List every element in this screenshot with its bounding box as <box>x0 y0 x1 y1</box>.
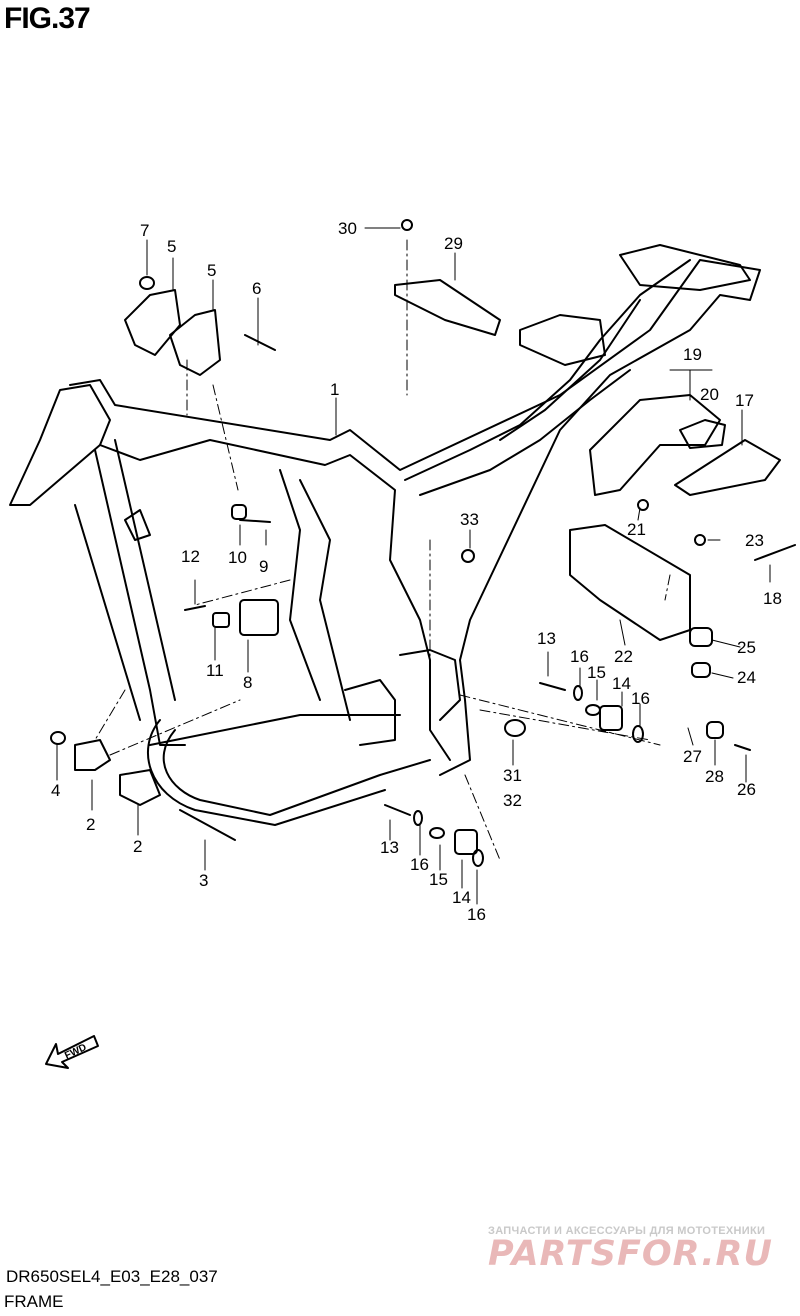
watermark-tagline: ЗАПЧАСТИ И АКСЕССУАРЫ ДЛЯ МОТОТЕХНИКИ <box>488 1225 766 1237</box>
watermark-logo: PARTSFOR.RU <box>488 1234 773 1274</box>
seat-rail-plate <box>394 279 501 336</box>
callout-4: 4 <box>51 781 60 800</box>
callout-15: 15 <box>587 663 606 682</box>
callout-24: 24 <box>737 668 756 687</box>
callout-23: 23 <box>745 531 764 550</box>
hardware-parts <box>50 219 796 867</box>
callout-9: 9 <box>259 557 268 576</box>
callout-11: 11 <box>206 661 224 680</box>
callout-28: 28 <box>705 767 724 786</box>
callout-27: 27 <box>683 747 702 766</box>
callout-21: 21 <box>627 520 646 539</box>
callout-16: 16 <box>631 689 650 708</box>
engine-mounts-front <box>74 289 221 806</box>
callout-1: 1 <box>330 380 339 399</box>
callout-16: 16 <box>410 855 429 874</box>
fwd-label: FWD <box>63 1042 88 1062</box>
main-frame <box>9 244 761 826</box>
callout-8: 8 <box>243 673 252 692</box>
callout-13: 13 <box>537 629 556 648</box>
callout-5: 5 <box>207 261 216 280</box>
callout-20: 20 <box>700 385 719 404</box>
callout-6: 6 <box>252 279 261 298</box>
callout-18: 18 <box>763 589 782 608</box>
callout-33: 33 <box>460 510 479 529</box>
callout-25: 25 <box>737 638 756 657</box>
callout-5: 5 <box>167 237 176 256</box>
callout-29: 29 <box>444 234 463 253</box>
callout-19: 19 <box>683 345 702 364</box>
callout-15: 15 <box>429 870 448 889</box>
callout-17: 17 <box>735 391 754 410</box>
fwd-direction-badge: FWD <box>42 1030 102 1075</box>
callout-30: 30 <box>338 219 357 238</box>
callout-16: 16 <box>467 905 486 924</box>
rear-fender-parts <box>569 394 781 641</box>
callout-31: 31 <box>503 766 522 785</box>
callout-2: 2 <box>133 837 142 856</box>
callout-26: 26 <box>737 780 756 799</box>
callout-13: 13 <box>380 838 399 857</box>
callout-10: 10 <box>228 548 247 567</box>
callout-22: 22 <box>614 647 633 666</box>
callout-32: 32 <box>503 791 522 810</box>
callout-labels: 1 2 2 3 4 5 5 6 7 8 9 10 11 12 13 13 14 … <box>51 219 782 924</box>
leader-lines <box>56 227 771 905</box>
callout-16: 16 <box>570 647 589 666</box>
callout-3: 3 <box>199 871 208 890</box>
callout-12: 12 <box>181 547 200 566</box>
model-code: DR650SEL4_E03_E28_037 <box>6 1267 218 1286</box>
fwd-arrow-icon: FWD <box>45 1035 99 1069</box>
alignment-lines <box>94 239 671 861</box>
figure-title: FIG.37 <box>4 2 91 35</box>
callout-14: 14 <box>612 674 631 693</box>
callout-14: 14 <box>452 888 471 907</box>
figure-caption: FRAME <box>4 1292 64 1311</box>
callout-2: 2 <box>86 815 95 834</box>
callout-7: 7 <box>140 221 149 240</box>
